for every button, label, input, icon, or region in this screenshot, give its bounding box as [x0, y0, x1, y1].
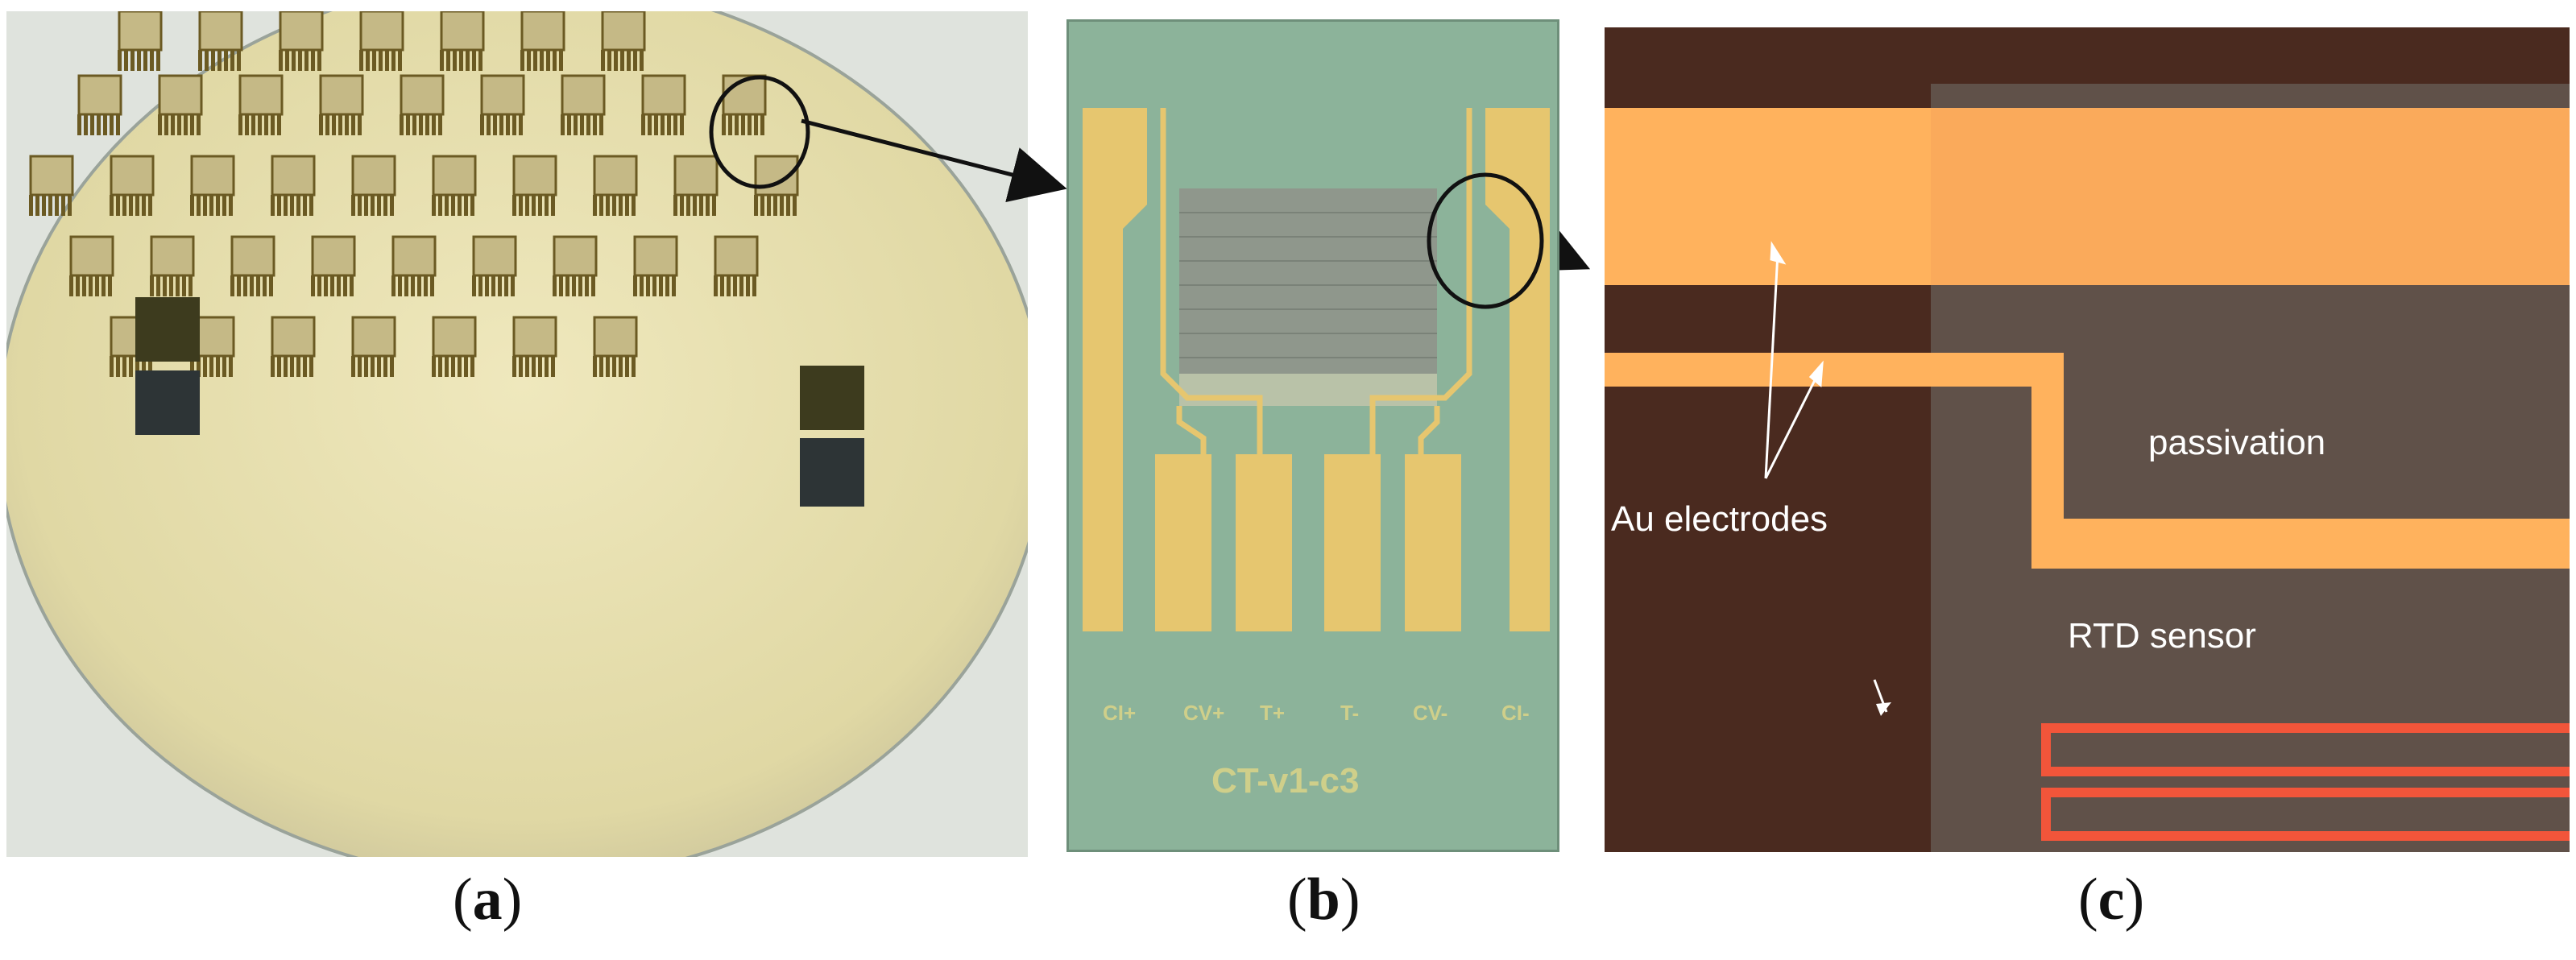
wafer-chip: [118, 11, 163, 71]
wafer-chip: [440, 11, 485, 71]
label-au-electrodes: Au electrodes: [1611, 499, 1828, 539]
caption-letter: c: [2098, 867, 2125, 933]
highlight-circle: [1427, 172, 1544, 309]
pad-t-minus: [1324, 454, 1381, 631]
dark-die: [135, 297, 200, 362]
chip-substrate: [1066, 19, 1559, 852]
wafer-chip: [319, 74, 364, 135]
caption-c: (c): [2078, 867, 2145, 933]
wafer-chip: [150, 235, 195, 296]
dark-die: [800, 366, 864, 430]
wafer-chip: [480, 74, 525, 135]
wafer-disc: [6, 11, 1028, 857]
wafer-chip: [673, 155, 719, 216]
dark-die: [800, 438, 864, 507]
wafer-chip: [110, 155, 155, 216]
wafer-chip: [512, 155, 557, 216]
chip-id: CT-v1-c3: [1211, 761, 1359, 801]
pad-label: CV+: [1183, 701, 1224, 725]
wafer-chip: [351, 316, 396, 377]
arrow-a-to-b: [801, 118, 1067, 203]
sensing-grid: [1179, 188, 1437, 374]
wafer-chip: [432, 155, 477, 216]
wafer-chip: [391, 235, 437, 296]
wafer-chip: [472, 235, 517, 296]
wafer-chip: [271, 155, 316, 216]
wafer-chip: [230, 235, 275, 296]
wafer-chip: [432, 316, 477, 377]
wafer-chip: [593, 155, 638, 216]
wafer-chip: [722, 74, 767, 135]
wafer-chip: [553, 235, 598, 296]
chip-image: CI+ CV+ T+ T- CV- CI- CT-v1-c3: [1066, 19, 1559, 852]
caption-a: (a): [453, 867, 523, 933]
panel-b-chip-photo: CI+ CV+ T+ T- CV- CI- CT-v1-c3: [1066, 19, 1559, 852]
wafer-chip: [77, 74, 122, 135]
highlight-circle: [709, 75, 810, 189]
wafer-chip: [271, 316, 316, 377]
wafer-chip: [633, 235, 678, 296]
wafer-chip: [29, 155, 74, 216]
pad-label: T+: [1260, 701, 1285, 725]
chip-array: [29, 11, 799, 377]
pad-label: CV-: [1413, 701, 1447, 725]
panel-c-microscope-image: Au electrodes passivation RTD sensor: [1605, 27, 2570, 852]
wafer-chip: [351, 155, 396, 216]
pad-cv-minus: [1405, 454, 1461, 631]
panel-a-wafer-photo: [6, 11, 1028, 857]
caption-b: (b): [1287, 867, 1360, 933]
wafer-chip: [69, 235, 114, 296]
caption-letter: b: [1307, 867, 1340, 933]
micro-image: Au electrodes passivation RTD sensor: [1605, 27, 2570, 852]
caption-letter: a: [472, 867, 503, 933]
wafer-chip: [311, 235, 356, 296]
wafer-chip: [714, 235, 759, 296]
electrode-narrow: [1605, 353, 2570, 569]
wafer-image: [6, 11, 1028, 857]
rtd-serpentine: [2041, 723, 2570, 841]
wafer-chip: [561, 74, 606, 135]
wafer-chip: [601, 11, 646, 71]
pad-ci-plus: [1083, 108, 1147, 631]
wafer-chip: [400, 74, 445, 135]
wafer-chip: [279, 11, 324, 71]
wafer-chip: [359, 11, 404, 71]
wafer-chip: [641, 74, 686, 135]
wafer-chip: [593, 316, 638, 377]
wafer-chip: [238, 74, 284, 135]
wafer-chip: [512, 316, 557, 377]
pad-cv-plus: [1155, 454, 1211, 631]
pad-label: CI+: [1103, 701, 1136, 725]
label-rtd-sensor: RTD sensor: [2068, 616, 2256, 656]
wafer-chip: [198, 11, 243, 71]
wafer-chip: [158, 74, 203, 135]
wafer-chip: [520, 11, 565, 71]
label-passivation: passivation: [2148, 423, 2325, 462]
pad-label: T-: [1340, 701, 1359, 725]
pad-ci-minus: [1485, 108, 1550, 631]
pad-t-plus: [1236, 454, 1292, 631]
pad-label: CI-: [1501, 701, 1530, 725]
dark-die: [135, 370, 200, 435]
wafer-chip: [190, 155, 235, 216]
